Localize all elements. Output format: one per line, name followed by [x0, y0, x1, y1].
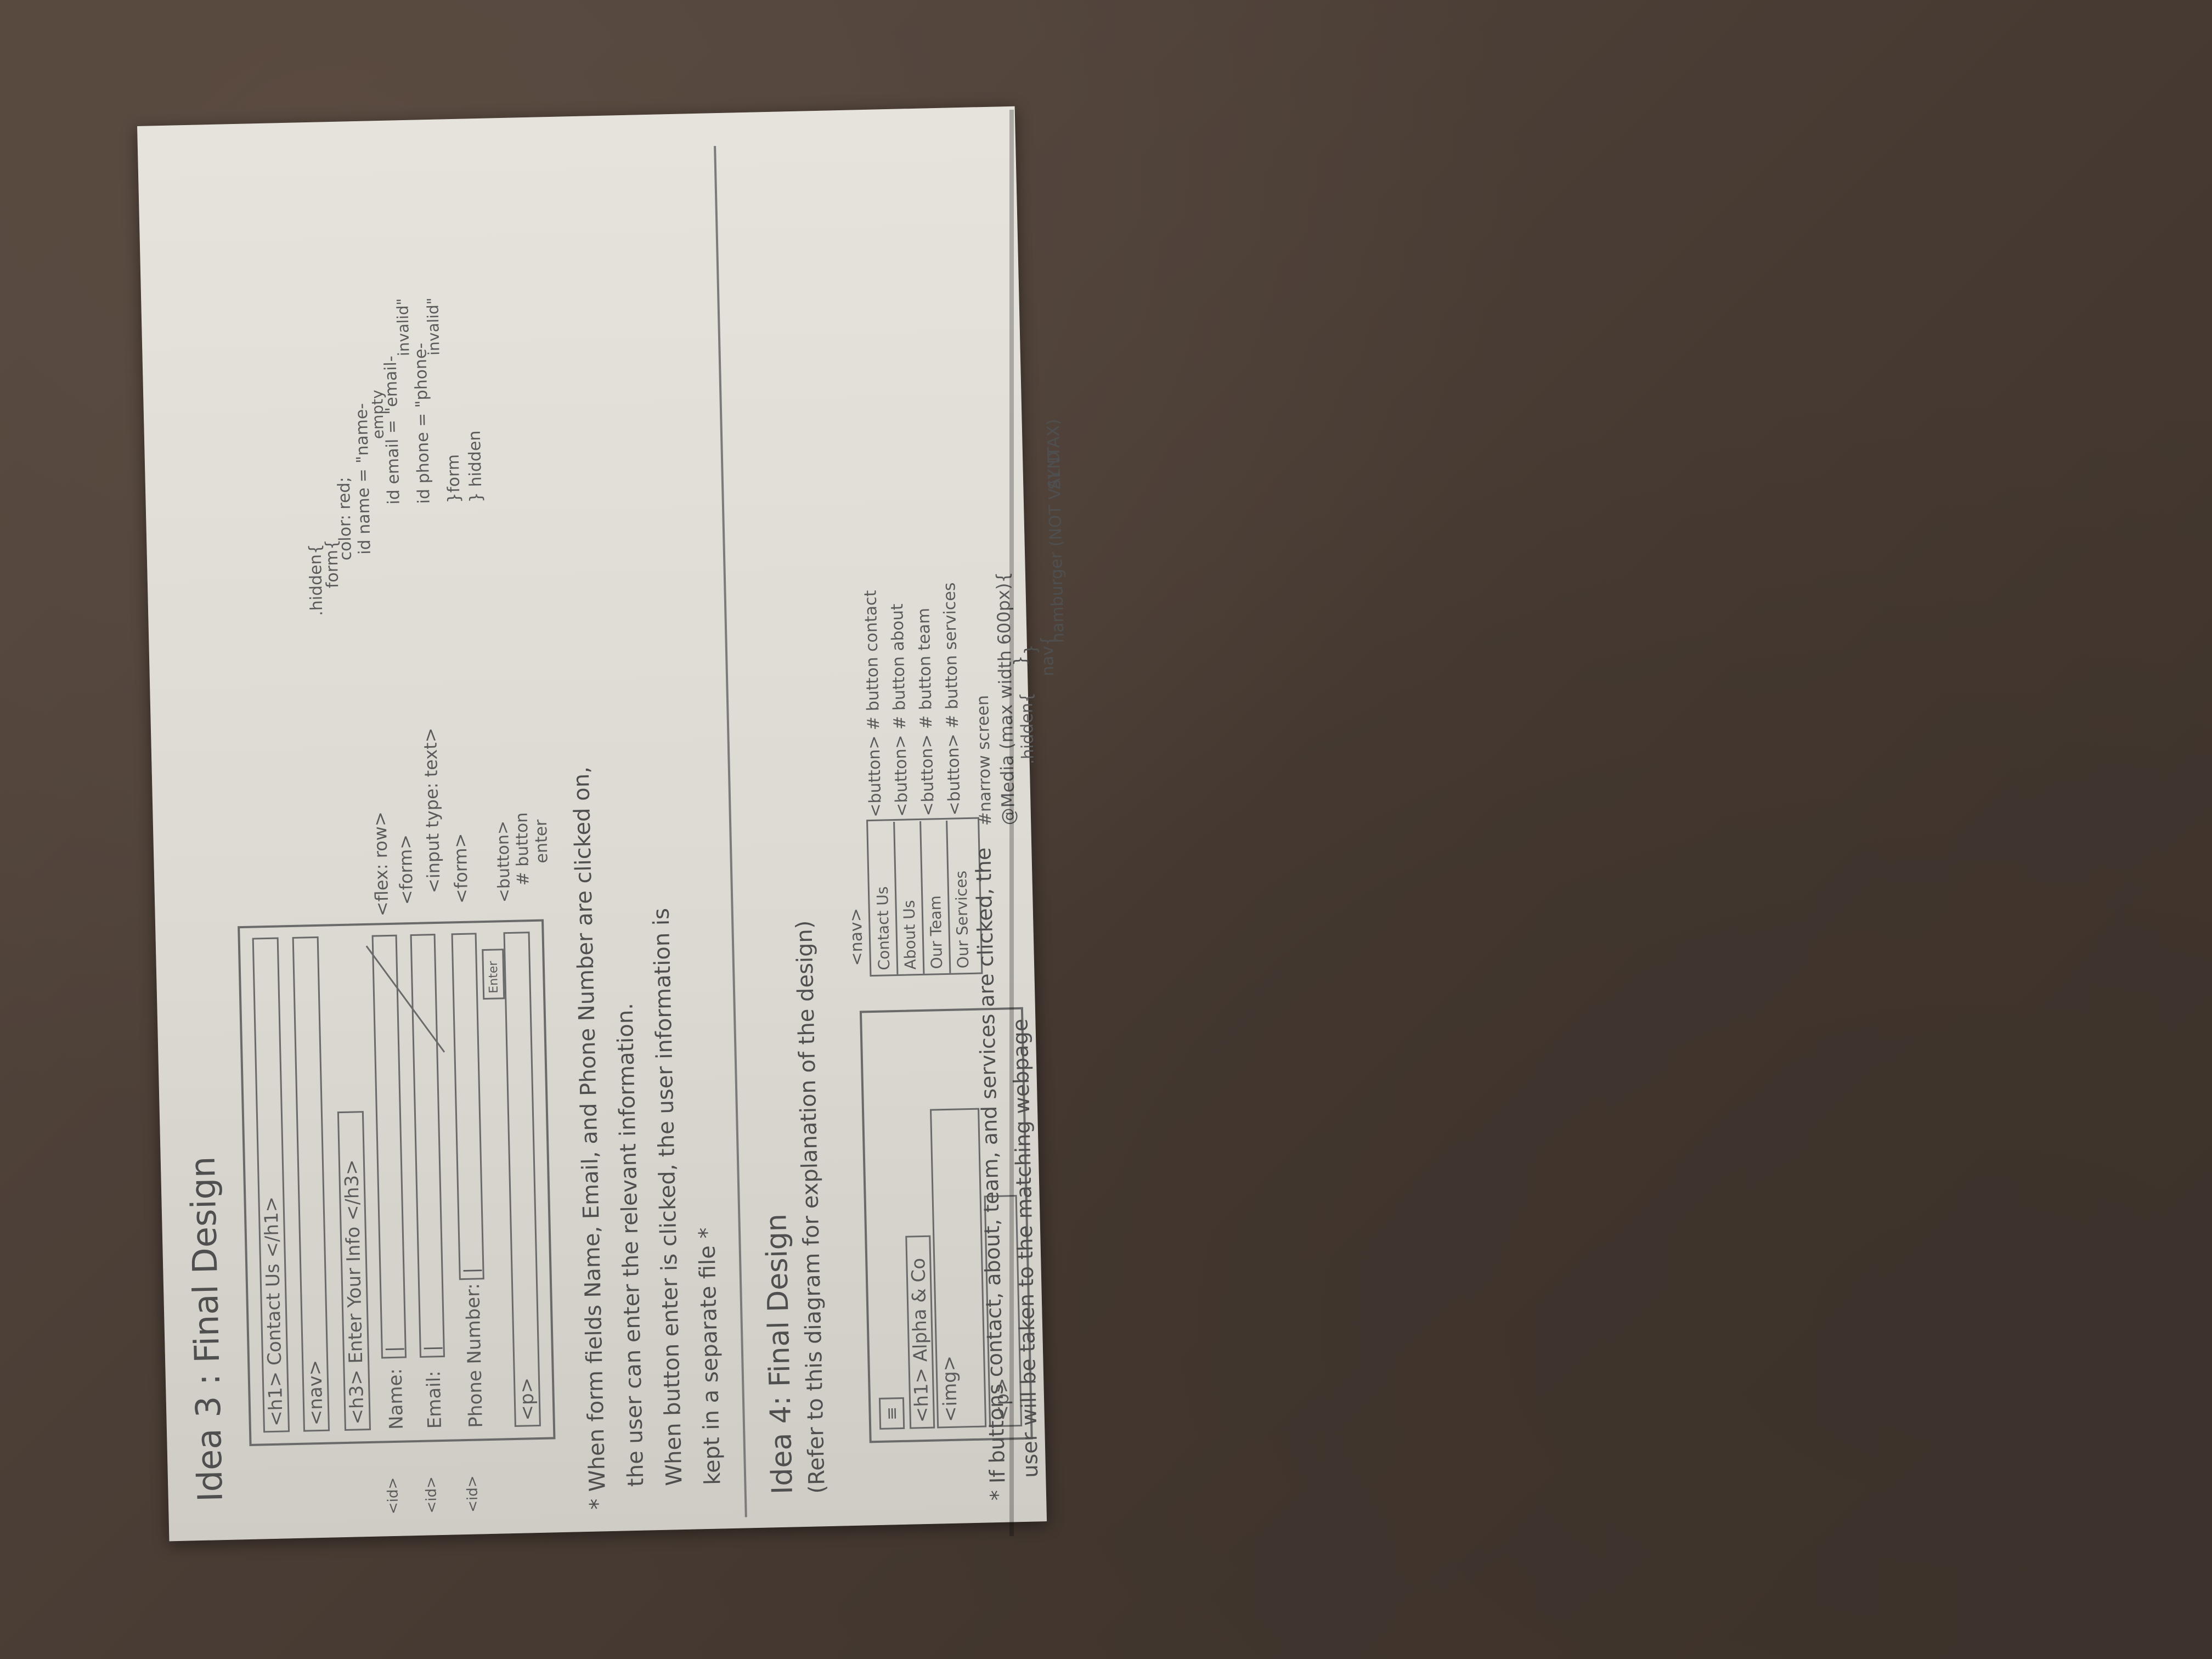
idea3-name-input: |	[371, 934, 407, 1359]
idea3-note-2: the user can enter the relevant informat…	[612, 1002, 649, 1487]
idea3-wireframe: <h1> Contact Us </h1> <nav> <h3> Enter Y…	[238, 919, 556, 1446]
idea3-id-label-1: <id>	[384, 1477, 402, 1515]
idea4-nav-menu: Contact Us About Us Our Team Our Service…	[866, 817, 983, 977]
idea4-heading: Idea 4: Final Design	[760, 1213, 799, 1495]
idea4-css-close-1-line: }	[1021, 644, 1041, 655]
idea3-note-4: kept in a separate file *	[694, 1227, 726, 1486]
idea3-name-label: Name:	[384, 1368, 408, 1430]
idea3-button-id: # button	[512, 812, 533, 886]
idea3-id-label-2: <id>	[422, 1476, 441, 1514]
idea3-heading: Idea 3 : Final Design	[182, 1156, 230, 1503]
idea3-css-9: invalid"	[424, 297, 443, 356]
idea3-css-11: } hidden	[465, 430, 486, 503]
idea3-css-3: color: red;	[334, 476, 356, 561]
idea3-css-7: invalid"	[393, 298, 413, 357]
idea4-nav-contact: Contact Us	[868, 821, 899, 975]
idea4-button-note-4: <button> # button services	[940, 582, 964, 816]
idea3-email-label: Email:	[422, 1370, 447, 1429]
idea3-form-open: <form>	[394, 834, 417, 905]
idea3-css-10: }form	[443, 454, 464, 504]
idea4-css-3: .hidden{	[1017, 692, 1038, 765]
idea4-hamburger: ≡	[878, 1397, 905, 1430]
paper-edge-shadow	[1009, 110, 1014, 1536]
idea3-button-id2: enter	[531, 819, 552, 864]
idea3-p-slot: <p>	[503, 932, 541, 1427]
idea3-enter-button: Enter	[482, 949, 505, 1000]
idea3-h3-slot: <h3> Enter Your Info </h3>	[337, 1111, 371, 1431]
idea3-input: <input type: text>	[420, 727, 444, 894]
idea3-flex-row: <flex: row>	[369, 811, 393, 917]
idea4-button-note-2: <button> # button about	[888, 603, 912, 817]
paper-content: Idea 3 : Final Design <h1> Contact Us </…	[137, 106, 1068, 1542]
idea3-email-input: |	[410, 934, 445, 1358]
idea4-css-syntax-line: SYNTAX)	[1043, 419, 1065, 490]
idea4-button-note-1: <button> # button contact	[861, 590, 885, 818]
idea3-phone-input: |	[451, 933, 484, 1280]
idea3-css-6: id email = "email-	[381, 356, 404, 505]
idea4-nav-about: About Us	[894, 821, 925, 974]
idea3-nav-slot: <nav>	[292, 936, 330, 1432]
idea4-h1-slot: <h1> Alpha & Co	[905, 1235, 935, 1429]
idea3-note-3: When button enter is clicked, the user i…	[648, 907, 687, 1486]
idea4-nav-team: Our Team	[921, 820, 951, 974]
idea3-id-label-3: <id>	[464, 1475, 482, 1513]
idea3-note-1: * When form fields Name, Email, and Phon…	[568, 766, 611, 1510]
idea4-css-1: #narrow screen	[973, 695, 996, 826]
idea4-css-2: @Media (max width 600px){	[992, 571, 1019, 826]
idea4-subheading: (Refer to this diagram for explanation o…	[792, 920, 830, 1494]
paper-sheet: Idea 3 : Final Design <h1> Contact Us </…	[137, 106, 1068, 1542]
idea4-button-note-3: <button> # button team	[914, 607, 938, 816]
idea4-nav-label: <nav>	[846, 907, 867, 967]
idea3-form-close: <form>	[449, 833, 472, 904]
idea3-h1-slot: <h1> Contact Us </h1>	[252, 937, 290, 1433]
idea3-button: <button>	[493, 820, 515, 903]
idea3-css-8: id phone = "phone-	[411, 342, 434, 504]
idea4-nav-services: Our Services	[951, 870, 972, 969]
idea3-phone-label: Phone Number:	[462, 1283, 487, 1429]
